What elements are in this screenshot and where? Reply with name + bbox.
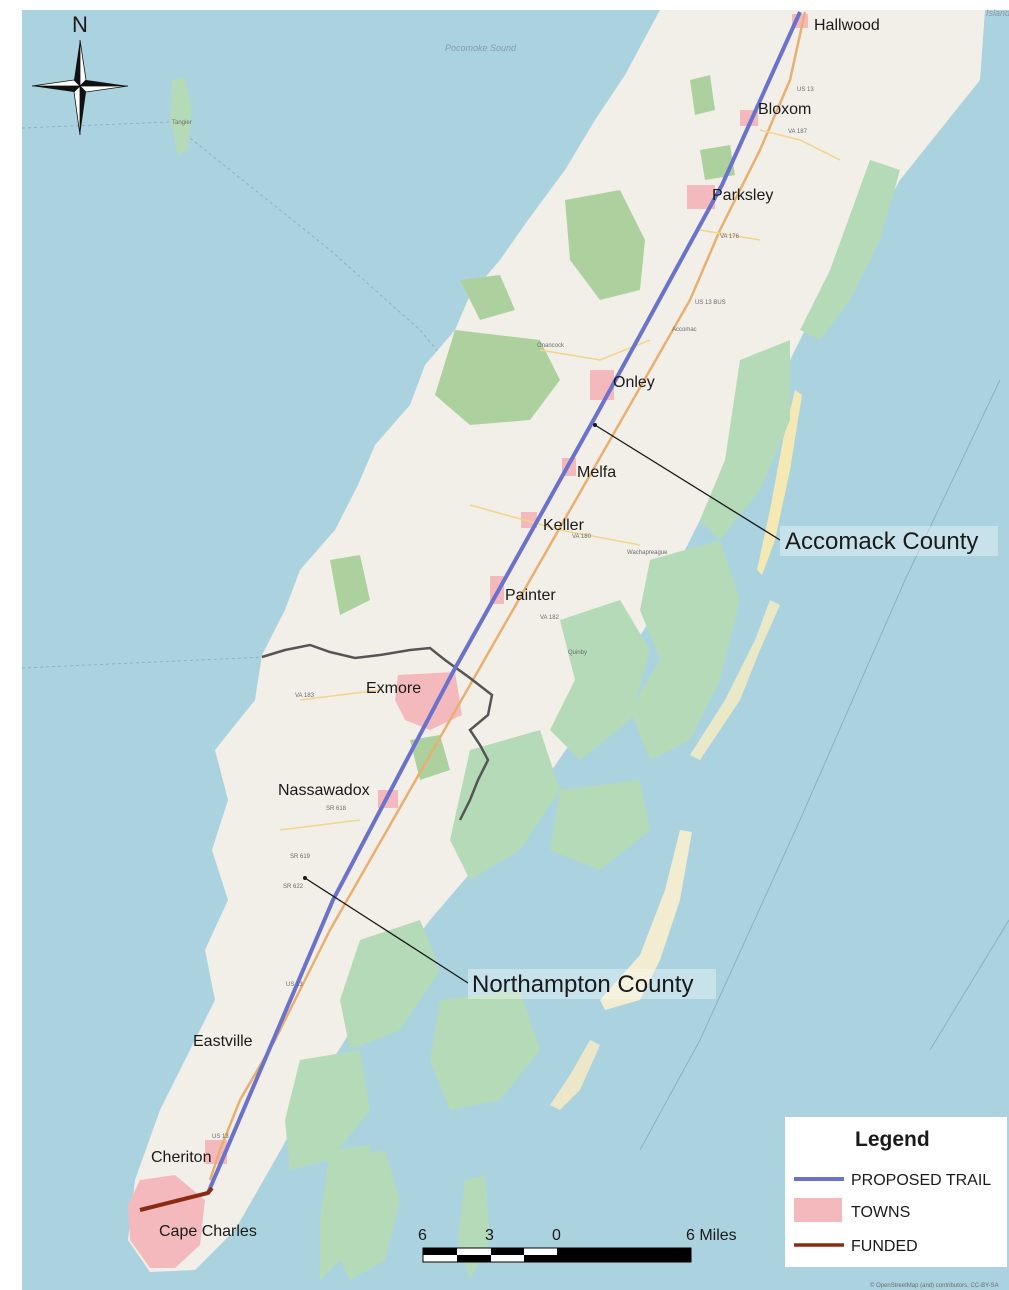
accomack-leader xyxy=(594,424,781,541)
svg-text:VA 183: VA 183 xyxy=(295,693,315,699)
northampton-leader xyxy=(304,877,469,984)
scale-label-3: 3 xyxy=(485,1227,494,1244)
scale-bar: 6 3 0 6 Miles xyxy=(418,1227,737,1263)
town-label-bloxom: Bloxom xyxy=(758,101,811,118)
legend-label-trail: PROPOSED TRAIL xyxy=(851,1172,991,1189)
town-label-nassawadox: Nassawadox xyxy=(278,782,370,799)
accomac-label: Accomac xyxy=(672,327,697,333)
wachapreague-label: Wachapreague xyxy=(627,550,668,556)
road-labels: US 13 VA 187 VA 176 US 13 BUS VA 180 VA … xyxy=(212,87,814,1140)
town-label-cheriton: Cheriton xyxy=(151,1149,211,1166)
town-labels: Hallwood Bloxom Parksley Onley Melfa Kel… xyxy=(151,17,880,1240)
peninsula-land xyxy=(128,10,985,1272)
town-label-parksley: Parksley xyxy=(712,187,773,204)
svg-text:VA 176: VA 176 xyxy=(720,234,740,240)
town-label-onley: Onley xyxy=(613,374,655,391)
north-label: N xyxy=(72,12,88,37)
state-boundary-line-2 xyxy=(21,656,266,669)
legend-label-funded: FUNDED xyxy=(851,1238,918,1255)
town-label-painter: Painter xyxy=(505,587,556,604)
county-label-northampton: Northampton County xyxy=(472,971,693,998)
town-label-hallwood: Hallwood xyxy=(814,17,880,34)
barrier-island-2 xyxy=(690,600,780,760)
legend: Legend PROPOSED TRAIL TOWNS FUNDED xyxy=(785,1117,1007,1267)
tangier-island xyxy=(170,78,192,155)
scale-label-0: 0 xyxy=(552,1227,561,1244)
town-label-cape-charles: Cape Charles xyxy=(159,1223,257,1240)
county-boundary xyxy=(261,643,494,821)
svg-text:US 13 BUS: US 13 BUS xyxy=(695,300,726,306)
proposed-trail xyxy=(206,11,802,1194)
attribution: © OpenStreetMap (and) contributors, CC-B… xyxy=(870,1282,999,1289)
svg-text:VA 182: VA 182 xyxy=(540,615,560,621)
svg-text:US 13: US 13 xyxy=(797,87,814,93)
legend-label-towns: TOWNS xyxy=(851,1204,910,1221)
legend-swatch-towns xyxy=(794,1198,842,1222)
island-label: Island xyxy=(986,8,1009,18)
legend-title: Legend xyxy=(855,1128,930,1151)
town-label-melfa: Melfa xyxy=(577,464,616,481)
north-arrow-icon xyxy=(31,39,129,136)
scale-label-6: 6 xyxy=(418,1227,427,1244)
svg-text:VA 187: VA 187 xyxy=(788,129,808,135)
svg-text:US 13: US 13 xyxy=(286,982,303,988)
svg-text:SR 618: SR 618 xyxy=(326,806,347,812)
offshore-line-2 xyxy=(929,919,1009,1051)
svg-text:VA 180: VA 180 xyxy=(572,534,592,540)
offshore-line xyxy=(639,379,1001,1151)
onancock-label: Onancock xyxy=(537,343,565,349)
town-label-keller: Keller xyxy=(543,517,585,534)
town-label-eastville: Eastville xyxy=(193,1033,253,1050)
state-boundary-line xyxy=(21,121,446,361)
county-labels: Accomack County Northampton County xyxy=(468,526,998,999)
tangier-label: Tangier xyxy=(172,120,192,126)
svg-text:SR 622: SR 622 xyxy=(283,884,304,890)
barrier-island-4 xyxy=(550,1040,600,1110)
sound-label: Pocomoke Sound xyxy=(445,43,517,53)
svg-text:SR 619: SR 619 xyxy=(290,854,311,860)
quinby-label: Quinby xyxy=(568,650,587,656)
svg-text:US 13: US 13 xyxy=(212,1134,229,1140)
scale-label-miles: 6 Miles xyxy=(686,1227,737,1244)
island-bottom xyxy=(330,1150,400,1280)
barrier-island-3 xyxy=(600,830,692,1010)
town-label-exmore: Exmore xyxy=(366,680,421,697)
county-label-accomack: Accomack County xyxy=(785,528,978,555)
barrier-island-1 xyxy=(757,390,802,575)
funded-segment xyxy=(139,1186,214,1212)
